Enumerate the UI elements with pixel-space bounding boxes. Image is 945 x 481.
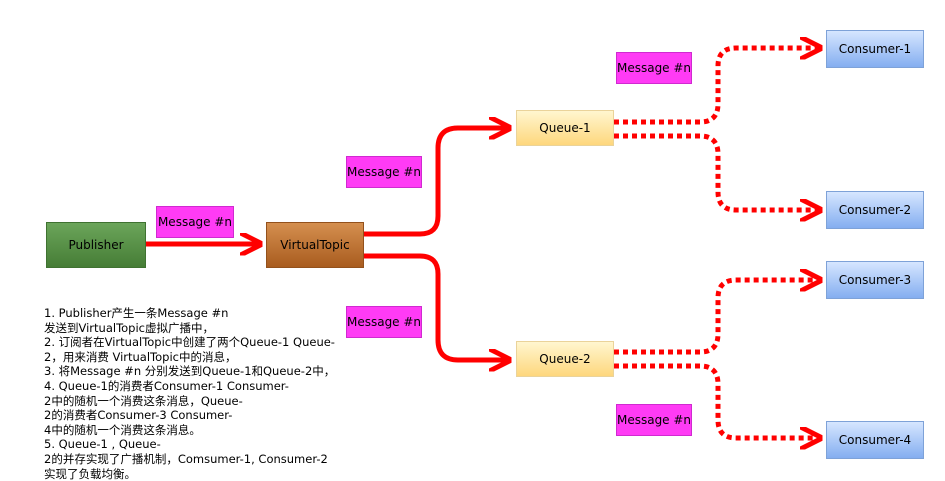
note-line: 2的并存实现了广播机制，Comsumer-1, Consumer-2 <box>44 451 328 466</box>
note-line: 5. Queue-1 , Queue- <box>44 437 161 452</box>
note-line: 实现了负载均衡。 <box>44 466 136 481</box>
queue-2-node: Queue-2 <box>516 341 614 377</box>
consumer-2-node: Consumer-2 <box>826 191 924 229</box>
edge-virtualtopic-to-queue-1 <box>364 128 507 237</box>
edge-queue-1-to-consumer-1 <box>614 48 818 125</box>
note-line: 4. Queue-1的消费者Consumer-1 Consumer- <box>44 378 289 393</box>
note-line: 4中的随机一个消费这条消息。 <box>44 422 201 437</box>
queue-1-node: Queue-1 <box>516 110 614 146</box>
explanation-notes: 1. Publisher产生一条Message #n 发送到VirtualTop… <box>44 306 344 481</box>
note-line: 1. Publisher产生一条Message #n <box>44 306 229 320</box>
consumer-4-node: Consumer-4 <box>826 421 924 459</box>
consumer-3-node: Consumer-3 <box>826 261 924 299</box>
publisher-label: Publisher <box>68 238 124 252</box>
message-label-queue-1-to-consumers: Message #n <box>616 52 692 84</box>
edge-queue-1-to-consumer-2 <box>614 133 818 210</box>
note-line: 3. 将Message #n 分别发送到Queue-1和Queue-2中， <box>44 364 336 379</box>
note-line: 发送到VirtualTopic虚拟广播中， <box>44 320 215 335</box>
note-line: 2. 订阅者在VirtualTopic中创建了两个Queue-1 Queue- <box>44 335 335 350</box>
edge-queue-2-to-consumer-4 <box>614 363 818 438</box>
consumer-1-node: Consumer-1 <box>826 30 924 68</box>
consumer-3-label: Consumer-3 <box>838 273 912 287</box>
message-label-queue-2-to-consumers: Message #n <box>616 404 692 436</box>
edge-queue-2-to-consumer-3 <box>614 280 818 355</box>
consumer-4-label: Consumer-4 <box>838 433 912 447</box>
publisher-node: Publisher <box>46 222 146 268</box>
note-line: 2中的随机一个消费这条消息，Queue- <box>44 393 243 408</box>
message-label-text: Message #n <box>157 215 233 229</box>
message-label-publisher-to-topic: Message #n <box>156 206 234 238</box>
message-label-text: Message #n <box>616 61 692 75</box>
consumer-2-label: Consumer-2 <box>838 203 912 217</box>
queue-2-label: Queue-2 <box>539 352 591 366</box>
message-label-text: Message #n <box>346 315 422 329</box>
message-label-text: Message #n <box>616 413 692 427</box>
message-label-topic-to-queue-1: Message #n <box>346 156 422 188</box>
virtualtopic-label: VirtualTopic <box>280 238 350 252</box>
virtualtopic-node: VirtualTopic <box>266 222 364 268</box>
consumer-1-label: Consumer-1 <box>838 42 912 56</box>
message-label-topic-to-queue-2: Message #n <box>346 306 422 338</box>
note-line: 2，用来消费 VirtualTopic中的消息， <box>44 349 237 364</box>
message-label-text: Message #n <box>346 165 422 179</box>
edge-virtualtopic-to-queue-2 <box>364 253 507 360</box>
queue-1-label: Queue-1 <box>539 121 591 135</box>
note-line: 2的消费者Consumer-3 Consumer- <box>44 408 233 423</box>
